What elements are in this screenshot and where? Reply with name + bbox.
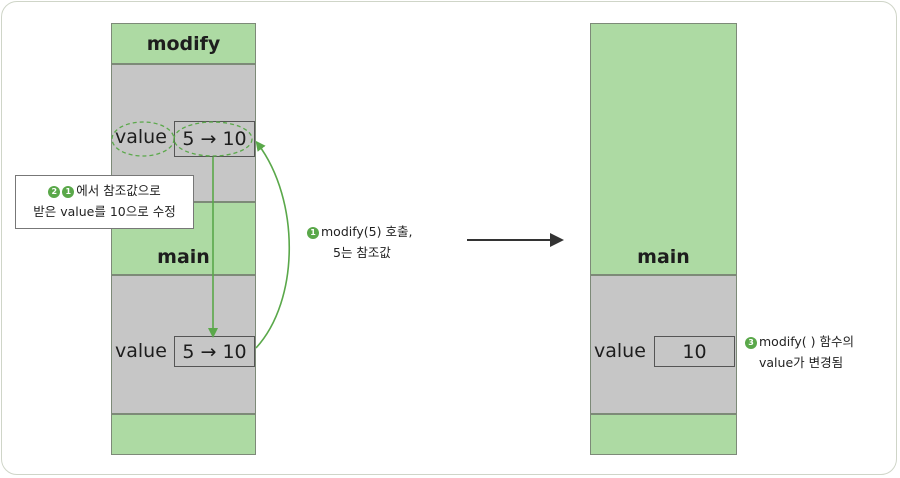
step1-ref-badge: 1 <box>62 185 75 198</box>
step1-text-line1: modify(5) 호출, <box>321 224 413 239</box>
main-value-text-right: 10 <box>682 340 707 363</box>
modify-frame-title: modify <box>146 32 221 55</box>
main-value-box-left: 5 → 10 <box>174 336 255 367</box>
step3-badge: 3 <box>745 336 757 349</box>
stack-bottom-right <box>590 414 737 455</box>
value-label-highlight <box>111 121 175 157</box>
main-value-label-right: value <box>594 340 646 362</box>
main-frame-title-left: main <box>157 246 210 268</box>
main-value-text-left: 5 → 10 <box>182 340 247 363</box>
main-frame-title-right: main <box>637 246 690 268</box>
main-frame-title-right-wrap: main <box>590 240 737 274</box>
main-value-label-left: value <box>115 340 167 362</box>
value-content-highlight <box>173 121 253 157</box>
step3-text-line2: value가 변경됨 <box>759 355 844 370</box>
modify-value-box: 5 → 10 <box>174 121 255 157</box>
main-value-box-right: 10 <box>654 336 735 367</box>
step2-text-line2: 받은 value를 10으로 수정 <box>33 204 176 219</box>
modify-frame-header: modify <box>111 23 256 64</box>
reference-pass-arrow <box>255 140 291 349</box>
step1-text-line2: 5는 참조값 <box>333 245 391 260</box>
step2-text-line1: 에서 참조값으로 <box>76 183 161 198</box>
main-frame-title-left-wrap: main <box>111 240 256 274</box>
step1-badge: 1 <box>307 226 319 239</box>
step3-text-line1: modify( ) 함수의 <box>759 334 855 349</box>
modify-value-text: 5 → 10 <box>182 128 247 150</box>
step2-badge: 2 <box>48 185 61 198</box>
main-frame-header-right <box>590 23 737 275</box>
stack-bottom-left <box>111 414 256 455</box>
modify-value-label: value <box>115 126 167 148</box>
